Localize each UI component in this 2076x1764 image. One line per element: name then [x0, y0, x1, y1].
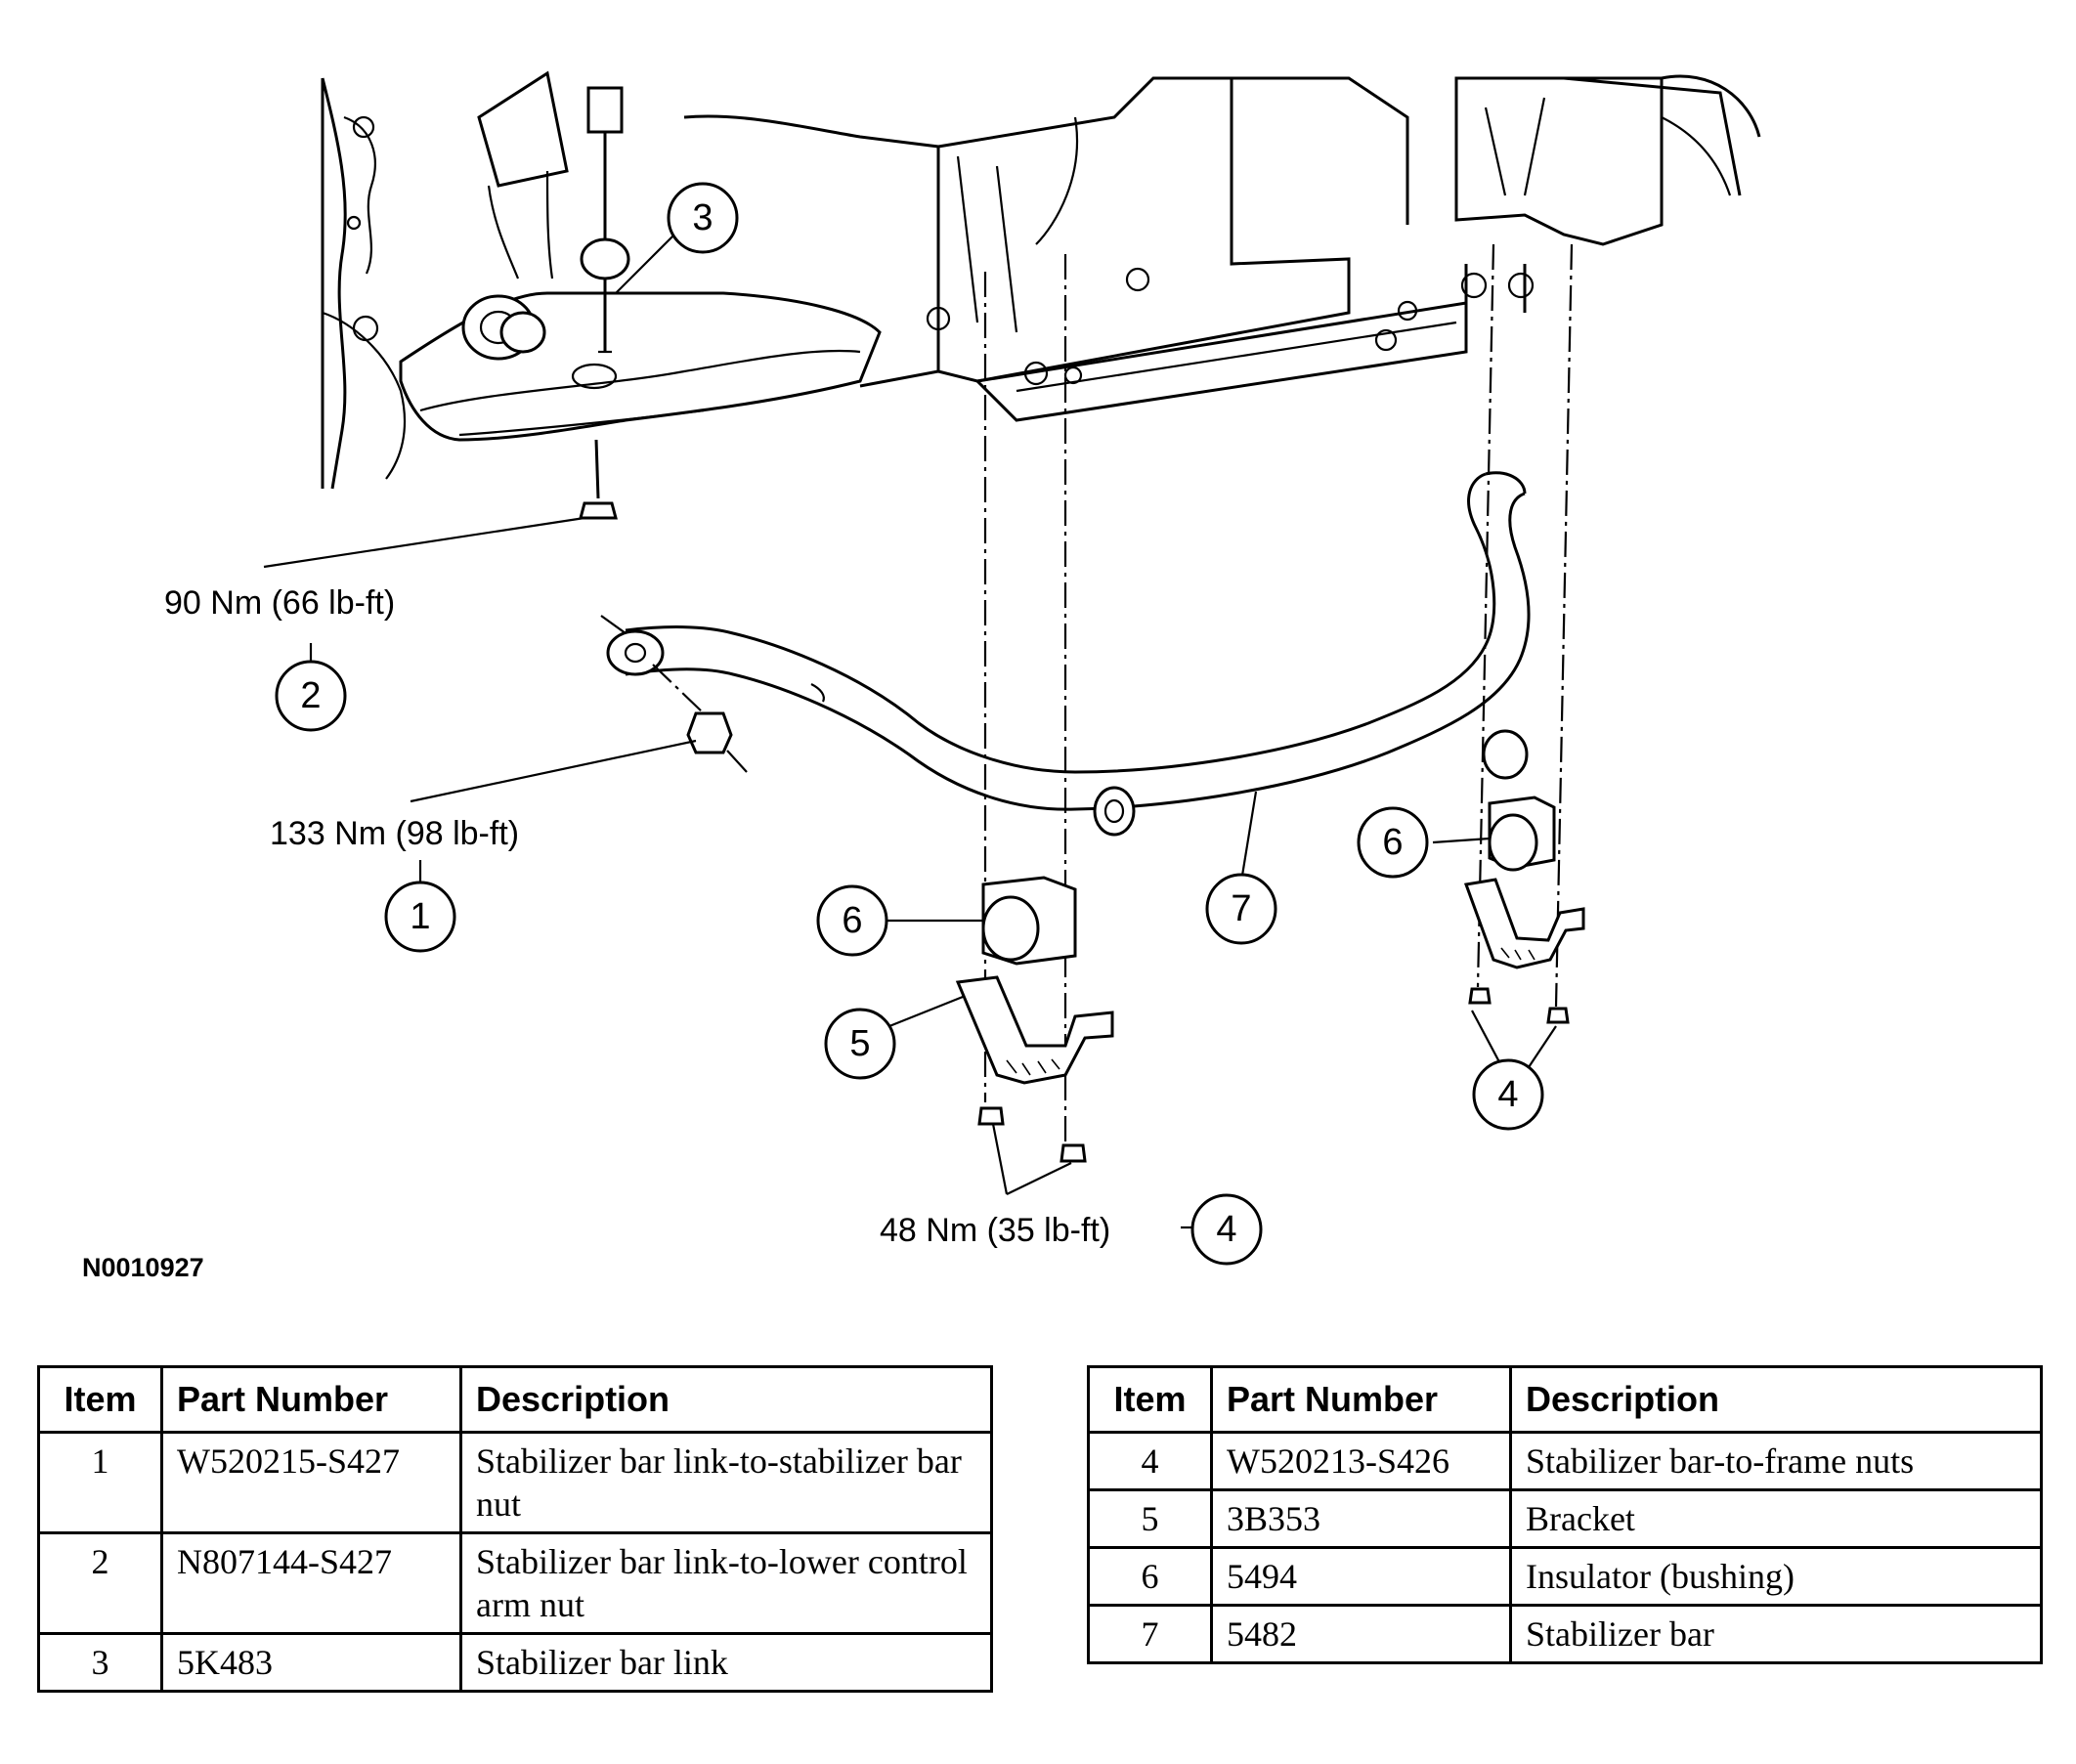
torque-label-link-lower-arm: 90 Nm (66 lb-ft)	[164, 584, 395, 622]
row-item: 4	[1087, 1431, 1213, 1491]
figure-id: N0010927	[82, 1253, 204, 1282]
header-part-number: Part Number	[1210, 1365, 1512, 1434]
callout-4-right-label: 4	[1497, 1074, 1518, 1115]
parts-table-left: Item Part Number Description 1 W520215-S…	[37, 1365, 993, 1693]
callout-2-label: 2	[300, 675, 321, 716]
callout-3-label: 3	[692, 197, 713, 238]
callout-5: 5	[824, 1008, 896, 1080]
callout-5-label: 5	[849, 1023, 870, 1064]
row-item: 6	[1087, 1546, 1213, 1607]
torque-label-link-bar: 133 Nm (98 lb-ft)	[270, 815, 519, 852]
row-part-number: N807144-S427	[160, 1531, 462, 1635]
callout-6-right: 6	[1357, 806, 1429, 879]
header-description: Description	[1509, 1365, 2043, 1434]
vehicle-frame-illustration	[321, 70, 1761, 520]
row-item: 7	[1087, 1604, 1213, 1664]
callout-6-left: 6	[816, 884, 888, 957]
row-part-number: 3B353	[1210, 1488, 1512, 1549]
row-part-number: W520215-S427	[160, 1431, 462, 1534]
row-description: Stabilizer bar	[1509, 1604, 2043, 1664]
table-row: 6 5494 Insulator (bushing)	[1087, 1546, 2043, 1607]
table-row: 2 N807144-S427 Stabilizer bar link-to-lo…	[37, 1531, 993, 1635]
row-description: Stabilizer bar link	[459, 1632, 993, 1693]
callout-6-left-label: 6	[842, 900, 862, 941]
row-item: 5	[1087, 1488, 1213, 1549]
row-part-number: 5494	[1210, 1546, 1512, 1607]
callout-1-label: 1	[410, 896, 430, 937]
leader-lines	[263, 234, 1557, 1229]
row-item: 1	[37, 1431, 163, 1534]
row-part-number: 5482	[1210, 1604, 1512, 1664]
header-part-number: Part Number	[160, 1365, 462, 1434]
row-description: Stabilizer bar link-to-stabilizer bar nu…	[459, 1431, 993, 1534]
row-part-number: 5K483	[160, 1632, 462, 1693]
header-description: Description	[459, 1365, 993, 1434]
callout-6-right-label: 6	[1382, 822, 1403, 863]
row-part-number: W520213-S426	[1210, 1431, 1512, 1491]
stabilizer-bar-illustration	[600, 471, 1531, 837]
callout-4-bottom: 4	[1190, 1193, 1263, 1266]
callout-2: 2	[275, 660, 347, 732]
callout-7: 7	[1205, 873, 1277, 945]
row-item: 2	[37, 1531, 163, 1635]
row-description: Stabilizer bar link-to-lower control arm…	[459, 1531, 993, 1635]
left-bushing-bracket-illustration	[955, 254, 1114, 1163]
parts-table-right: Item Part Number Description 4 W520213-S…	[1087, 1365, 2043, 1664]
callout-3: 3	[667, 182, 739, 254]
table-row: 5 3B353 Bracket	[1087, 1488, 2043, 1549]
row-description: Insulator (bushing)	[1509, 1546, 2043, 1607]
torque-label-frame-nuts: 48 Nm (35 lb-ft)	[880, 1212, 1110, 1249]
table-row: 4 W520213-S426 Stabilizer bar-to-frame n…	[1087, 1431, 2043, 1491]
header-item: Item	[37, 1365, 163, 1434]
table-row: 3 5K483 Stabilizer bar link	[37, 1632, 993, 1693]
callout-1: 1	[384, 881, 456, 953]
table-header-row: Item Part Number Description	[1087, 1365, 2043, 1434]
right-bushing-bracket-illustration	[1463, 243, 1585, 1024]
table-header-row: Item Part Number Description	[37, 1365, 993, 1434]
table-row: 7 5482 Stabilizer bar	[1087, 1604, 2043, 1664]
header-item: Item	[1087, 1365, 1213, 1434]
row-description: Bracket	[1509, 1488, 2043, 1549]
callout-4-right: 4	[1472, 1058, 1544, 1131]
callout-7-label: 7	[1231, 888, 1251, 929]
table-row: 1 W520215-S427 Stabilizer bar link-to-st…	[37, 1431, 993, 1534]
callout-4-bottom-label: 4	[1216, 1209, 1236, 1250]
row-description: Stabilizer bar-to-frame nuts	[1509, 1431, 2043, 1491]
row-item: 3	[37, 1632, 163, 1693]
